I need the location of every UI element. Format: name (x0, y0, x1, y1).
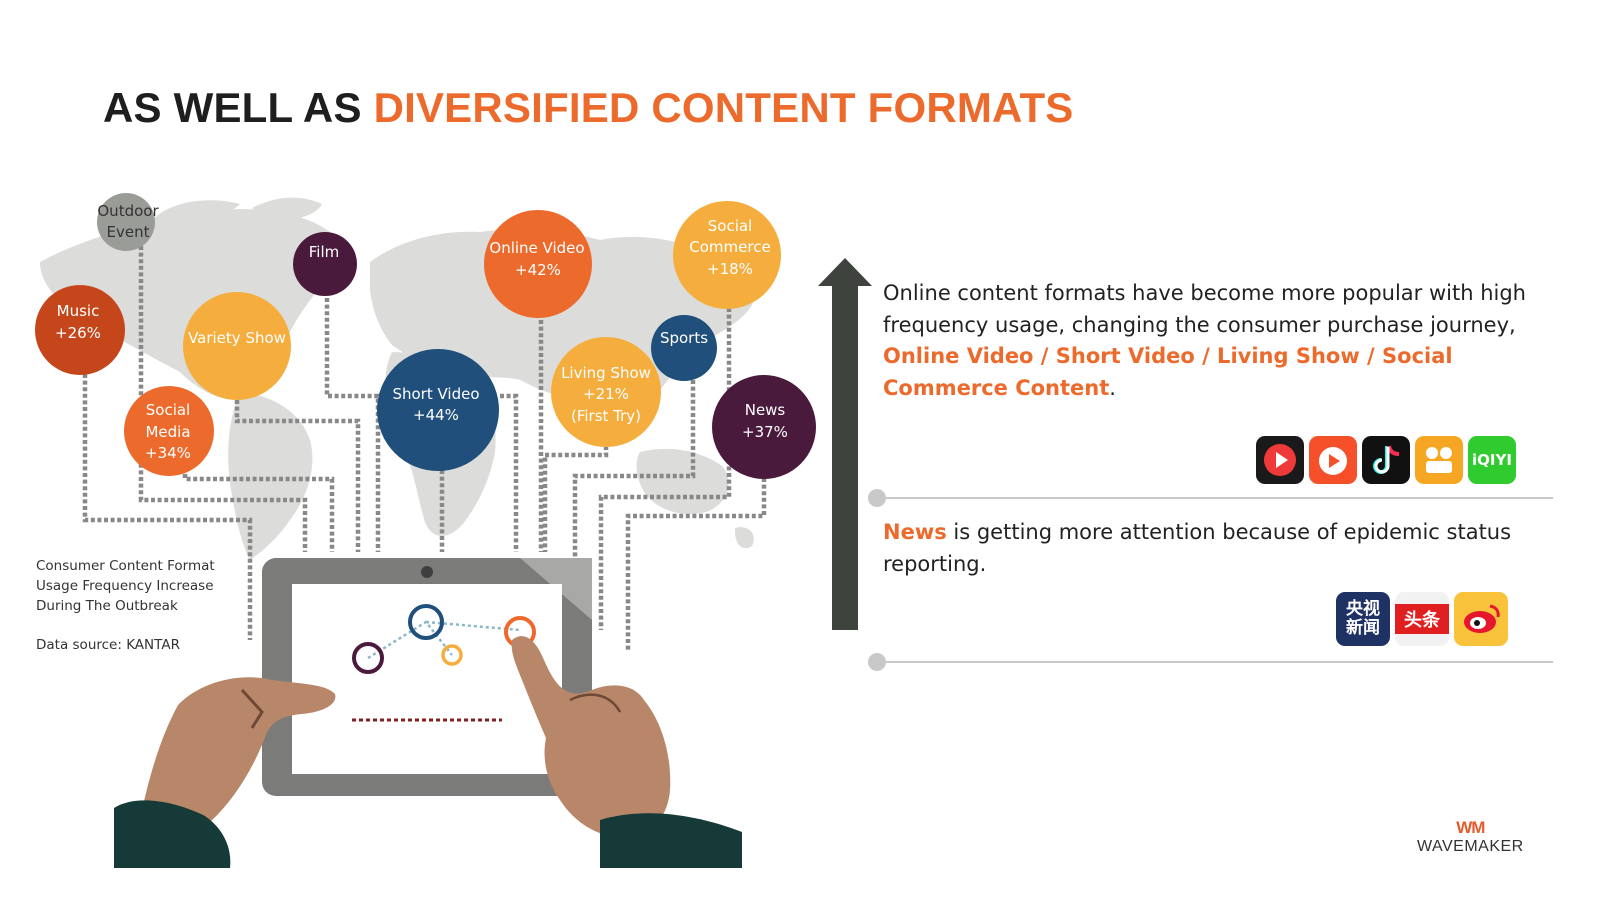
news-text: News is getting more attention because o… (883, 516, 1543, 580)
logo-word: WAVEMAKER (1417, 838, 1524, 855)
bubble-online-video-label-2: +42% (515, 261, 561, 279)
online-formats-body: Online content formats have become more … (883, 281, 1526, 337)
page-title: AS WELL AS DIVERSIFIED CONTENT FORMATS (103, 84, 1074, 132)
bubble-social-media-circle (124, 386, 214, 476)
bubble-variety: Variety Show (183, 292, 291, 400)
title-highlight: DIVERSIFIED CONTENT FORMATS (373, 84, 1074, 131)
douyin-video-app-icon (1309, 436, 1357, 484)
bubble-outdoor-label-1: Outdoor (97, 202, 159, 220)
bubble-social-media-label-3: +34% (145, 444, 191, 462)
bubble-sports-circle (651, 315, 717, 381)
news-highlight: News (883, 520, 947, 544)
bubble-news-label-2: +37% (742, 423, 788, 441)
tiktok-app-icon (1362, 436, 1410, 484)
tablet-illustration (114, 558, 742, 868)
weibo-app-icon (1454, 592, 1508, 646)
bubble-variety-label-1: Variety Show (188, 329, 286, 347)
bubble-short-video-circle (377, 349, 499, 471)
bubble-online-video-label-1: Online Video (489, 239, 584, 257)
bubble-living-show-circle (551, 337, 661, 447)
bubble-outdoor: Outdoor Event (97, 193, 159, 251)
bubble-outdoor-circle (97, 193, 155, 251)
online-formats-highlight: Online Video / Short Video / Living Show… (883, 344, 1453, 400)
iqiyi-app-icon: iQIYI (1468, 436, 1516, 484)
toutiao-app-icon: 头条 (1395, 592, 1449, 646)
toutiao-label: 头条 (1395, 604, 1449, 634)
divider-dot (868, 653, 886, 671)
youku-app-icon (1415, 436, 1463, 484)
bubble-social-media-label-2: Media (145, 423, 190, 441)
bubble-short-video: Short Video +44% (377, 349, 499, 471)
title-prefix: AS WELL AS (103, 84, 362, 131)
kuaishou-app-icon (1256, 436, 1304, 484)
bubble-variety-circle (183, 292, 291, 400)
bubble-film-circle (293, 232, 357, 296)
bubble-social-media: Social Media +34% (124, 386, 214, 476)
online-formats-text: Online content formats have become more … (883, 278, 1543, 404)
logo-mark: WM (1456, 818, 1485, 837)
diagram-note: Consumer Content Format Usage Frequency … (36, 556, 215, 655)
bubble-music-label-1: Music (57, 302, 100, 320)
bubble-outdoor-label-2: Event (107, 223, 150, 241)
bubble-social-media-label-1: Social (146, 401, 190, 419)
bubble-living-show-label-2: +21% (583, 385, 629, 403)
bubble-music-circle (35, 285, 125, 375)
online-formats-end: . (1109, 375, 1116, 400)
divider-2 (868, 653, 1553, 671)
note-line-3: During The Outbreak (36, 598, 178, 614)
bubble-music: Music +26% (35, 285, 125, 375)
bubble-social-commerce-label-2: Commerce (689, 238, 770, 256)
content-format-diagram: Outdoor Event Music +26% Film Variety Sh… (35, 193, 816, 868)
bubble-short-video-label-2: +44% (413, 406, 459, 424)
bubble-social-commerce-label-1: Social (708, 217, 752, 235)
cctv-news-app-icon: 央视 新闻 (1336, 592, 1390, 646)
bubble-sports: Sports (651, 315, 717, 381)
bubble-film-label-1: Film (309, 243, 339, 261)
bubble-film: Film (293, 232, 357, 296)
bubble-living-show-label-3: (First Try) (571, 407, 641, 425)
note-line-2: Usage Frequency Increase (36, 578, 214, 594)
up-arrow-icon (818, 258, 872, 630)
news-body: is getting more attention because of epi… (883, 520, 1512, 576)
bubble-living-show-label-1: Living Show (561, 364, 651, 382)
bubble-news: News +37% (712, 375, 816, 479)
divider-dot (868, 489, 886, 507)
bubble-sports-label-1: Sports (660, 329, 708, 347)
bubble-social-commerce: Social Commerce +18% (673, 201, 781, 309)
bubble-online-video: Online Video +42% (484, 210, 592, 318)
news-app-icons: 央视 新闻 头条 (1336, 592, 1508, 646)
data-source: Data source: KANTAR (36, 637, 180, 653)
divider-1 (868, 489, 1553, 507)
note-line-1: Consumer Content Format (36, 558, 215, 574)
bubble-news-circle (712, 375, 816, 479)
bubble-music-label-2: +26% (55, 324, 101, 342)
video-app-icons: iQIYI (1256, 436, 1516, 484)
bubble-social-commerce-label-3: +18% (707, 260, 753, 278)
bubble-social-commerce-circle (673, 201, 781, 309)
bubble-online-video-circle (484, 210, 592, 318)
bubble-news-label-1: News (745, 401, 786, 419)
wavemaker-logo: WM WAVEMAKER (1417, 818, 1524, 856)
bubble-living-show: Living Show +21% (First Try) (551, 337, 661, 447)
bubble-short-video-label-1: Short Video (392, 385, 479, 403)
